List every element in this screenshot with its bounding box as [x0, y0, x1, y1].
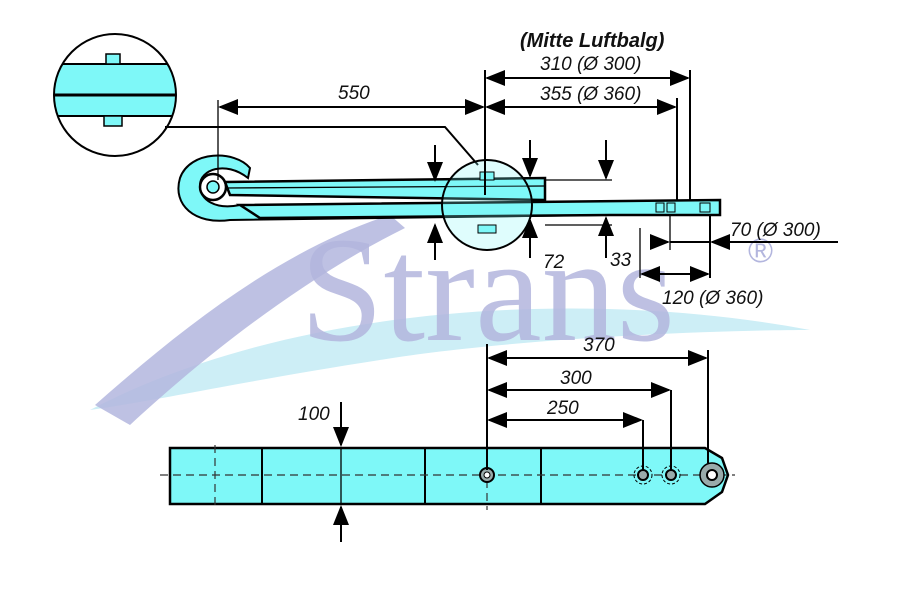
air-bag-center-label: (Mitte Luftbalg) — [520, 30, 665, 52]
dim-100: 100 — [298, 404, 330, 425]
watermark: Strans ® — [90, 207, 810, 425]
watermark-swoosh-purple — [95, 215, 405, 425]
spring-top-view: 370 300 250 100 — [160, 335, 735, 542]
detail-circle — [441, 159, 533, 251]
watermark-registered: ® — [748, 232, 773, 270]
center-bolt — [479, 467, 495, 483]
mount-hole-370 — [699, 462, 725, 488]
dim-120: 120 (Ø 360) — [662, 288, 763, 309]
dim-70: 70 (Ø 300) — [730, 220, 821, 241]
dim-250: 250 — [546, 398, 579, 419]
dim-550: 550 — [338, 83, 370, 104]
dim-355: 355 (Ø 360) — [540, 84, 641, 105]
dim-310: 310 (Ø 300) — [540, 54, 641, 75]
dim-72: 72 — [543, 252, 565, 273]
dim-33: 33 — [610, 250, 632, 271]
detail-inset — [53, 33, 479, 166]
side-dimensions: (Mitte Luftbalg) 310 (Ø 300) 355 (Ø 360)… — [217, 30, 838, 309]
dim-300: 300 — [560, 368, 592, 389]
dim-370: 370 — [583, 335, 615, 356]
watermark-swoosh-light — [90, 308, 810, 410]
detail-leader-line — [165, 126, 479, 166]
leaf-main — [235, 198, 722, 220]
